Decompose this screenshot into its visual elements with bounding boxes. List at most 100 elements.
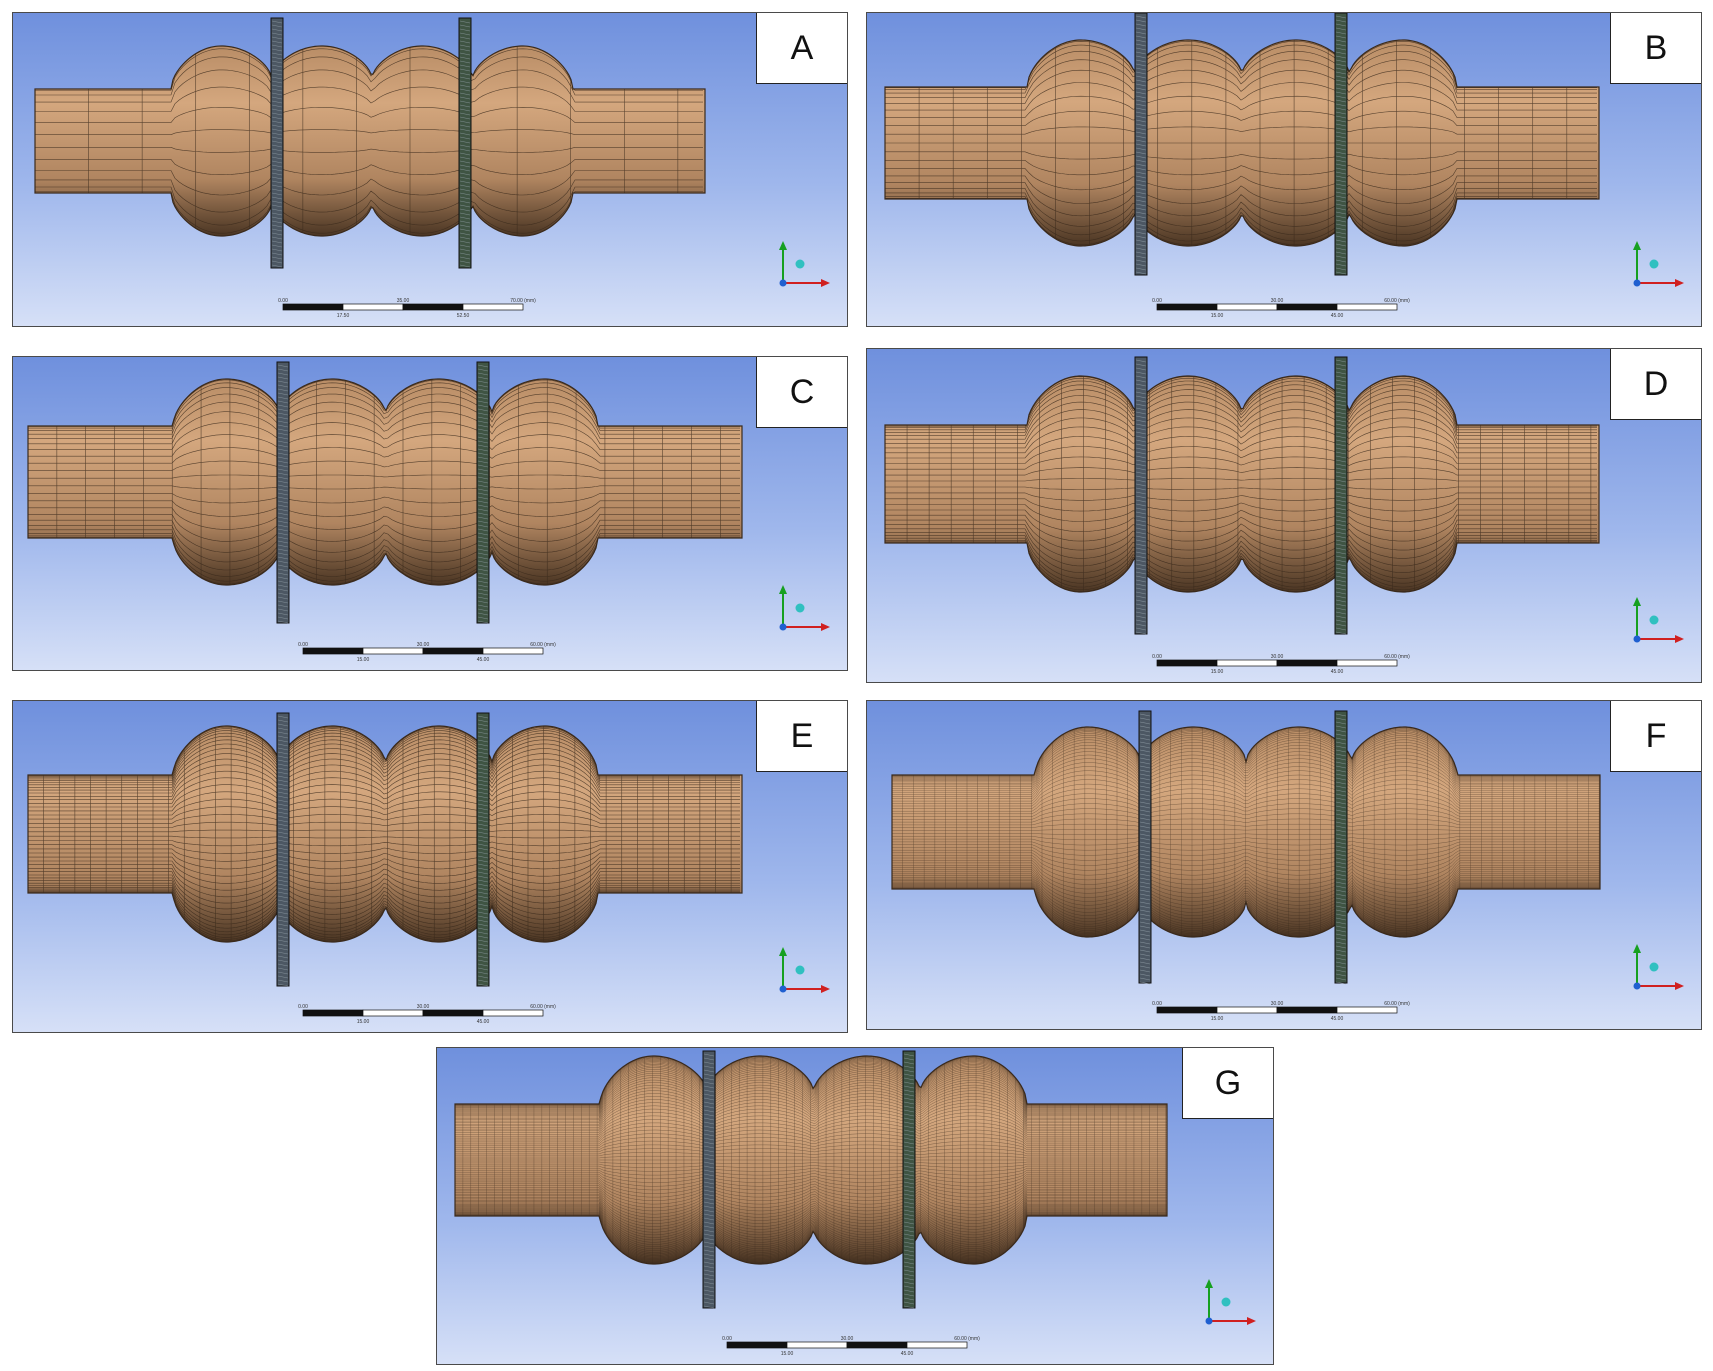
origin-ball <box>795 603 805 613</box>
vessel-mesh <box>454 1050 1168 1309</box>
scale-tick-label: 0.00 <box>298 642 308 648</box>
panel-label: E <box>756 701 847 772</box>
scale-tick-label: 60.00 (mm) <box>530 1004 556 1010</box>
stent-right <box>1334 710 1348 985</box>
vessel-surface <box>891 726 1601 938</box>
scale-segment <box>362 1009 424 1017</box>
scale-segment <box>402 303 464 311</box>
scale-tick-label: 30.00 <box>841 1336 854 1342</box>
scale-tick-label: 30.00 <box>1271 298 1284 304</box>
scale-mid-label: 45.00 <box>477 1019 490 1025</box>
scale-segment <box>1336 659 1398 667</box>
axis-triad-icon <box>1633 597 1684 643</box>
scale-segment <box>282 303 344 311</box>
vessel-mesh <box>27 712 743 987</box>
scale-tick-label: 60.00 (mm) <box>1384 298 1410 304</box>
vessel-mesh <box>34 17 706 269</box>
axis-triad-icon <box>1205 1279 1256 1325</box>
scale-segment <box>1156 1006 1218 1014</box>
scale-tick-label: 0.00 <box>1152 654 1162 660</box>
axis-triad-icon <box>1633 241 1684 287</box>
scale-mid-label: 45.00 <box>477 657 490 663</box>
origin-ball <box>1649 259 1659 269</box>
scale-segment <box>462 303 524 311</box>
scale-tick-label: 60.00 (mm) <box>954 1336 980 1342</box>
scale-segment <box>1336 1006 1398 1014</box>
scale-mid-label: 45.00 <box>1331 669 1344 675</box>
scale-segment <box>1156 659 1218 667</box>
panel-label: C <box>756 357 847 428</box>
scale-mid-label: 15.00 <box>781 1351 794 1357</box>
scale-segment <box>1216 659 1278 667</box>
scale-tick-label: 60.00 (mm) <box>1384 1001 1410 1007</box>
stent-left <box>276 712 290 987</box>
scale-segment <box>846 1341 908 1349</box>
panel-label: D <box>1610 349 1701 420</box>
stent-left <box>276 361 290 624</box>
scale-segment <box>482 647 544 655</box>
scale-tick-label: 0.00 <box>278 298 288 304</box>
scale-mid-label: 15.00 <box>357 657 370 663</box>
axis-triad-icon <box>779 241 830 287</box>
vessel-mesh <box>27 361 743 624</box>
stent-left <box>1138 710 1152 985</box>
scale-segment <box>1276 303 1338 311</box>
scale-tick-label: 30.00 <box>417 1004 430 1010</box>
stent-right <box>458 17 472 269</box>
stent-left <box>702 1050 716 1309</box>
vessel-surface <box>34 45 706 237</box>
origin-ball <box>1649 615 1659 625</box>
stent-right <box>476 712 490 987</box>
axis-triad-icon <box>1633 944 1684 990</box>
scale-mid-label: 52.50 <box>457 313 470 319</box>
scale-segment <box>726 1341 788 1349</box>
vessel-surface <box>27 378 743 586</box>
scale-segment <box>1216 1006 1278 1014</box>
scale-tick-label: 60.00 (mm) <box>1384 654 1410 660</box>
scale-mid-label: 15.00 <box>1211 669 1224 675</box>
stent-right <box>1334 356 1348 635</box>
panel-label: B <box>1610 13 1701 84</box>
vessel-surface <box>27 725 743 943</box>
scale-segment <box>482 1009 544 1017</box>
origin-ball <box>1221 1297 1231 1307</box>
scale-mid-label: 15.00 <box>1211 1016 1224 1022</box>
scale-mid-label: 45.00 <box>1331 313 1344 319</box>
scale-segment <box>422 1009 484 1017</box>
scale-segment <box>302 1009 364 1017</box>
scale-tick-label: 0.00 <box>722 1336 732 1342</box>
scale-tick-label: 35.00 <box>397 298 410 304</box>
scale-segment <box>1156 303 1218 311</box>
panel-label: G <box>1182 1048 1273 1119</box>
scale-segment <box>1276 1006 1338 1014</box>
vessel-surface <box>884 375 1600 593</box>
scale-tick-label: 0.00 <box>298 1004 308 1010</box>
vessel-mesh <box>884 356 1600 635</box>
scale-segment <box>906 1341 968 1349</box>
scale-segment <box>302 647 364 655</box>
scale-segment <box>342 303 404 311</box>
stent-right <box>902 1050 916 1309</box>
scale-mid-label: 15.00 <box>1211 313 1224 319</box>
stent-right <box>476 361 490 624</box>
scale-mid-label: 17.50 <box>337 313 350 319</box>
scale-segment <box>1276 659 1338 667</box>
axis-triad-icon <box>779 585 830 631</box>
panel-label: F <box>1610 701 1701 772</box>
vessel-mesh <box>884 13 1600 276</box>
scale-tick-label: 30.00 <box>1271 1001 1284 1007</box>
vessel-mesh <box>891 710 1601 985</box>
scale-segment <box>1336 303 1398 311</box>
scale-segment <box>422 647 484 655</box>
